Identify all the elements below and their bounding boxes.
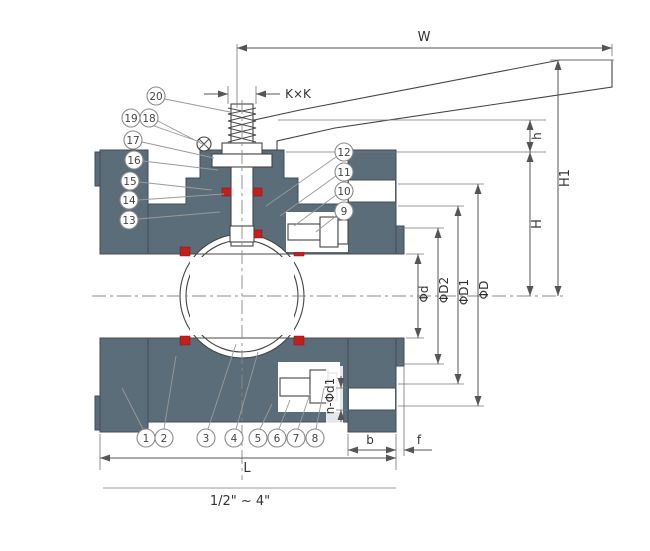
callout-14: 14: [119, 190, 225, 210]
callout-12: 12: [265, 142, 354, 207]
svg-text:20: 20: [149, 91, 162, 103]
callout-11: 11: [279, 162, 354, 217]
upper-bolt-nut: [337, 219, 349, 245]
size-range-label: 1/2" ~ 4": [210, 494, 270, 509]
callout-5: 5: [248, 403, 273, 448]
dim-KxK-label: K×K: [285, 87, 312, 101]
right-flange-lower: [347, 337, 397, 433]
flange-bolt-hole-lower: [349, 388, 395, 410]
dim-phid-label: Φd: [417, 285, 431, 302]
callout-9: 9: [315, 201, 354, 233]
svg-text:1: 1: [143, 433, 150, 445]
upper-body-bolt: [286, 212, 349, 252]
dim-H-label: H: [530, 219, 545, 229]
callout-4: 4: [224, 351, 259, 448]
dim-phiD1-label: ΦD1: [457, 279, 471, 305]
raised-face-upper: [395, 225, 405, 255]
lock-pin-cross: [198, 138, 210, 150]
flange-bolt-hole-upper-lines: [348, 179, 396, 203]
svg-text:18: 18: [142, 113, 155, 125]
callout-10: 10: [293, 181, 354, 227]
dim-h-extensions: [278, 119, 546, 153]
flange-bolt-hole-lower-lines: [348, 387, 396, 411]
dim-L-label: L: [243, 461, 251, 476]
callout-1: 1: [121, 387, 156, 448]
svg-text:13: 13: [122, 215, 135, 227]
dim-phiD2-label: ΦD2: [437, 277, 451, 303]
callout-3: 3: [196, 343, 237, 448]
svg-text:17: 17: [126, 135, 139, 147]
stem-thrust-seal: [253, 229, 263, 239]
callout-16: 16: [124, 150, 219, 171]
svg-text:2: 2: [161, 433, 168, 445]
svg-text:3: 3: [203, 433, 210, 445]
seat-ring-lower-right: [293, 335, 305, 346]
svg-text:15: 15: [123, 176, 136, 188]
handle: [235, 59, 613, 151]
dimensions: W K×K h H1 H Φd ΦD2 ΦD1 ΦD: [99, 30, 614, 509]
bore-lines: [100, 253, 404, 339]
dim-f-label: f: [417, 433, 422, 447]
svg-text:6: 6: [274, 433, 281, 445]
callout-8: 8: [305, 387, 325, 448]
dim-b-label: b: [366, 433, 374, 447]
left-flange-lower: [99, 337, 149, 433]
dim-phiD1-extensions: [398, 205, 464, 385]
flange-bolt-hole-upper: [349, 180, 395, 202]
dim-W-label: W: [418, 30, 431, 45]
callout-13: 13: [119, 210, 221, 230]
dim-nphid1-label: n-Φd1: [323, 378, 337, 415]
stem-packing-left: [221, 187, 232, 197]
seat-ring-upper-left: [179, 246, 191, 257]
dim-W-extensions: [236, 44, 613, 108]
svg-text:10: 10: [337, 186, 350, 198]
callout-17: 17: [123, 130, 215, 159]
stem-packing-right: [252, 187, 263, 197]
callout-6: 6: [267, 399, 291, 448]
callout-2: 2: [154, 355, 177, 448]
seat-ring-lower-left: [179, 335, 191, 346]
dim-phiD-label: ΦD: [477, 281, 491, 300]
svg-text:9: 9: [341, 206, 348, 218]
dim-H1-label: H1: [558, 169, 573, 187]
svg-text:11: 11: [337, 167, 350, 179]
centerlines: [92, 100, 566, 480]
svg-text:5: 5: [255, 433, 262, 445]
svg-text:19: 19: [124, 113, 137, 125]
svg-text:14: 14: [122, 195, 136, 207]
svg-text:12: 12: [337, 147, 350, 159]
dim-h-label: h: [530, 132, 544, 140]
callout-7: 7: [286, 393, 311, 448]
callouts: 20 19 18 17 16 15 14 13: [119, 86, 354, 448]
lower-bolt-shank: [279, 377, 311, 397]
callout-15: 15: [120, 171, 213, 191]
callout-20: 20: [146, 86, 231, 113]
svg-text:16: 16: [127, 155, 141, 167]
upper-bolt-shank: [287, 223, 321, 241]
svg-text:8: 8: [312, 433, 319, 445]
handle-lever: [235, 59, 613, 151]
dim-phiD-extensions: [398, 183, 484, 407]
svg-text:7: 7: [293, 433, 300, 445]
callout-18: 18: [139, 108, 207, 147]
spring-washers-cross: [227, 107, 257, 143]
svg-text:4: 4: [231, 433, 238, 445]
raised-face-lower: [395, 337, 405, 367]
